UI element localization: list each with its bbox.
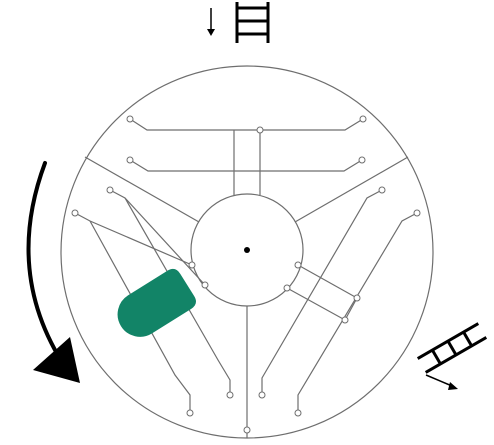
right-path-inner — [261, 189, 383, 395]
left-path-outer — [74, 212, 193, 266]
lower-right-flow-arrow — [425, 374, 458, 390]
node — [283, 284, 291, 292]
ladder-rung — [431, 349, 442, 365]
node — [71, 209, 79, 217]
right-rung-upper — [297, 264, 358, 299]
node — [258, 391, 266, 399]
node — [359, 115, 367, 123]
center-dot — [244, 247, 250, 253]
rotation-arrow — [26, 161, 80, 383]
sector-dividers — [84, 156, 409, 438]
flow-arrow-shaft — [425, 374, 453, 387]
rotation-arrowhead — [33, 337, 80, 383]
top-flow-arrow — [207, 8, 215, 36]
flow-arrowhead — [448, 382, 458, 390]
left-path-inner — [109, 189, 206, 286]
node — [186, 409, 194, 417]
top-path-lower — [129, 159, 363, 172]
lower-right-ladder — [416, 322, 488, 374]
node — [188, 261, 196, 269]
top-ladder — [235, 2, 270, 43]
node — [226, 391, 234, 399]
part-capsule[interactable] — [110, 267, 199, 345]
divider-left — [84, 156, 200, 223]
ladder-rung — [446, 340, 458, 356]
top-sector-paths — [129, 118, 364, 195]
node — [378, 186, 386, 194]
node — [353, 294, 361, 302]
right-rung-lower — [286, 287, 346, 321]
node — [201, 281, 209, 289]
node — [358, 156, 366, 164]
top-path-upper — [129, 118, 364, 131]
right-path-outer — [297, 212, 418, 413]
flow-arrowhead — [207, 29, 215, 36]
node — [294, 409, 302, 417]
capsule-body — [117, 268, 196, 337]
ladder-rung — [462, 331, 473, 347]
rotation-arrow-arc — [26, 161, 64, 364]
node — [243, 426, 251, 434]
node — [126, 156, 134, 164]
path-nodes — [71, 115, 421, 434]
right-link — [344, 297, 358, 321]
node — [413, 209, 421, 217]
node — [106, 186, 114, 194]
right-sector-paths — [261, 189, 418, 413]
node — [256, 126, 264, 134]
divider-right — [294, 156, 409, 223]
node — [341, 316, 349, 324]
node — [126, 115, 134, 123]
node — [294, 261, 302, 269]
